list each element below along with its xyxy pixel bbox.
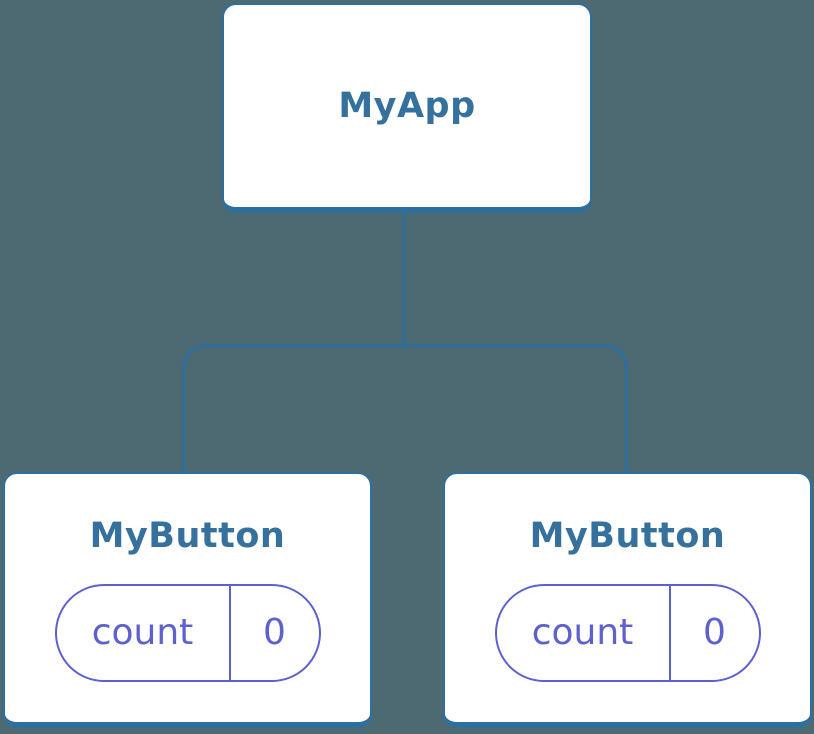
state-pill-right: count 0	[494, 583, 761, 682]
state-value-label: 0	[703, 612, 726, 653]
node-title-myapp: MyApp	[338, 86, 476, 126]
state-key-label: count	[497, 585, 671, 680]
state-value-label: 0	[263, 612, 286, 653]
node-title-mybutton-right: MyButton	[529, 515, 726, 556]
component-node-myapp: MyApp	[222, 3, 592, 213]
component-node-mybutton-left: MyButton count 0	[3, 472, 372, 728]
connector-branch-bracket	[182, 344, 628, 472]
state-key-label: count	[57, 585, 231, 680]
component-node-mybutton-right: MyButton count 0	[443, 472, 812, 728]
state-pill-left: count 0	[54, 583, 321, 682]
connector-trunk-line	[403, 212, 406, 346]
node-title-mybutton-left: MyButton	[89, 515, 286, 556]
